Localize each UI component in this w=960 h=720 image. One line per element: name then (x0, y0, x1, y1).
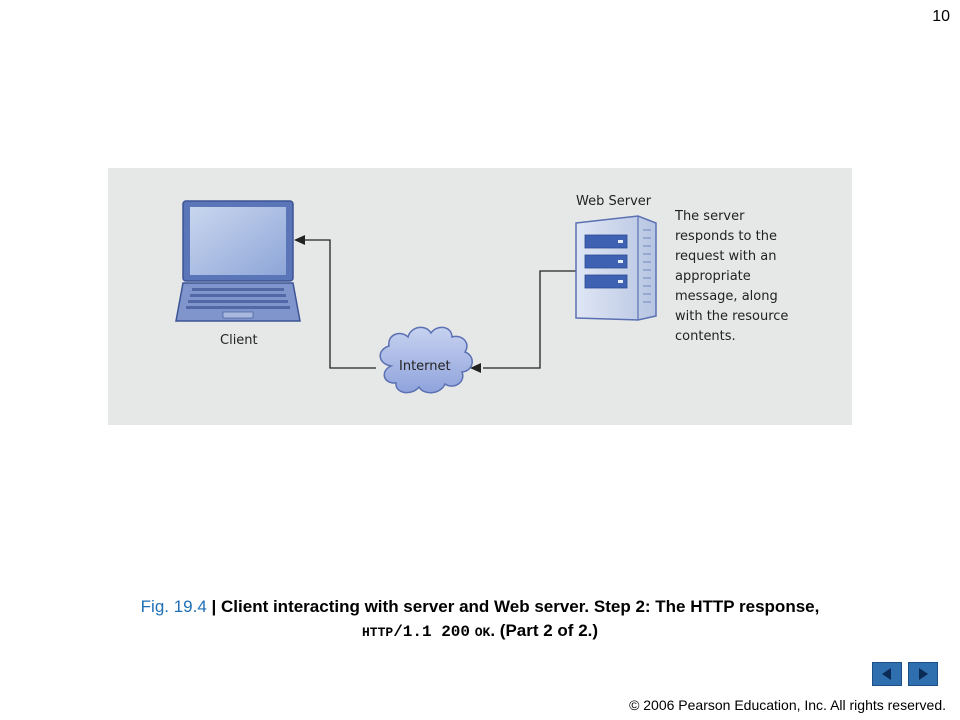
arrow-left-icon (882, 668, 891, 680)
figure-number: Fig. 19.4 (140, 597, 207, 616)
server-icon (575, 215, 657, 321)
laptop-icon (175, 200, 301, 322)
server-note-line: responds to the (675, 229, 777, 244)
caption-code-ok: OK (474, 625, 491, 640)
server-note-line: message, along (675, 289, 778, 304)
page-number: 10 (932, 8, 950, 25)
caption-code-http: HTTP (361, 625, 394, 640)
caption-separator: | (206, 597, 222, 616)
arrowhead-to-internet (470, 363, 481, 373)
server-note-line: with the resource (675, 309, 788, 324)
server-note-line: contents. (675, 329, 736, 344)
server-note-line: The server (674, 209, 745, 224)
diagram-panel: Client Internet Web Server (108, 168, 852, 425)
next-slide-button[interactable] (908, 662, 938, 686)
server-note-line: appropriate (675, 269, 751, 284)
cloud-icon (379, 326, 473, 394)
previous-slide-button[interactable] (872, 662, 902, 686)
caption-title: Client interacting with server and Web s… (221, 597, 820, 616)
server-note-line: request with an (675, 249, 776, 264)
response-path (304, 239, 576, 369)
client-label: Client (220, 333, 258, 348)
arrowhead-to-client (294, 235, 305, 245)
caption-suffix: . (Part 2 of 2.) (490, 621, 599, 640)
figure-caption: Fig. 19.4 | Client interacting with serv… (0, 595, 960, 645)
server-label: Web Server (576, 194, 652, 209)
copyright-notice: © 2006 Pearson Education, Inc. All right… (629, 697, 946, 713)
arrow-right-icon (919, 668, 928, 680)
caption-line-2: HTTP/1.1 200 OK. (Part 2 of 2.) (0, 619, 960, 645)
slide-navigation (872, 662, 938, 686)
caption-code-version: /1.1 200 (393, 623, 470, 641)
diagram-svg: Client Internet Web Server (175, 194, 788, 394)
internet-label: Internet (399, 359, 451, 374)
caption-line-1: Fig. 19.4 | Client interacting with serv… (0, 595, 960, 619)
server-note: The server responds to the request with … (674, 209, 788, 344)
